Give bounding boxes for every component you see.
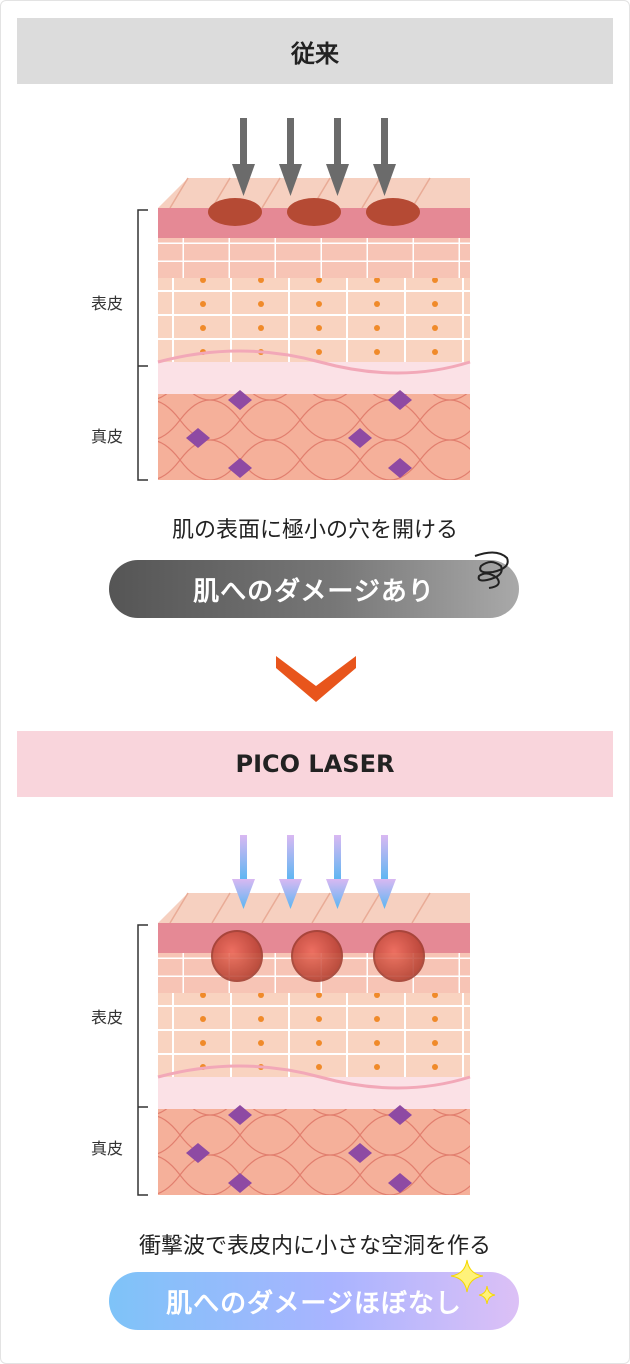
scribble-icon	[474, 551, 509, 589]
conventional-diagram	[0, 100, 630, 500]
conventional-skin-illustration	[137, 118, 471, 481]
conventional-caption: 肌の表面に極小の穴を開ける	[171, 518, 458, 543]
conventional-epidermis-label: 表皮	[91, 294, 124, 313]
pico-skin-illustration	[137, 835, 471, 1196]
conventional-header: 従来	[17, 18, 613, 84]
conventional-dermis-label: 真皮	[91, 427, 124, 446]
conventional-damage-badge: 肌へのダメージあり	[109, 551, 519, 618]
pico-epidermis-label: 表皮	[91, 1008, 124, 1027]
pico-dermis-label: 真皮	[91, 1139, 124, 1158]
conventional-damage-label: 肌へのダメージあり	[193, 576, 435, 607]
pico-diagram	[0, 815, 630, 1215]
pico-damage-label: 肌へのダメージほぼなし	[166, 1288, 462, 1319]
sparkle-icon	[450, 1259, 496, 1305]
pico-header: PICO LASER	[17, 731, 613, 797]
chevron-down-icon	[276, 656, 356, 702]
pico-damage-badge: 肌へのダメージほぼなし	[109, 1259, 519, 1330]
pico-caption: 衝撃波で表皮内に小さな空洞を作る	[138, 1234, 491, 1259]
